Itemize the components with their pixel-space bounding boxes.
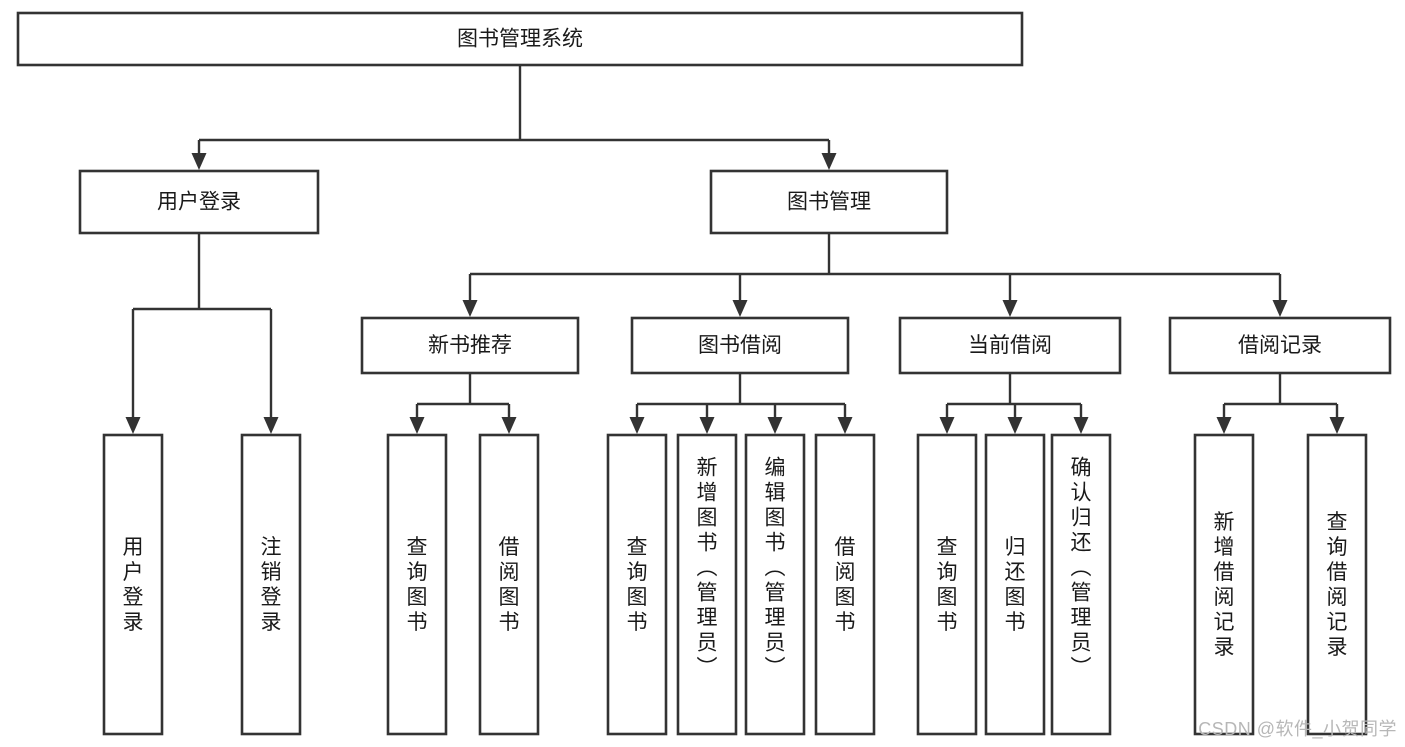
node-label: 查询借阅记录	[1327, 511, 1348, 659]
node-leaf-query-book-2[interactable]: 查询图书	[606, 433, 668, 736]
node-leaf-query-record[interactable]: 查询借阅记录	[1306, 433, 1368, 736]
node-box	[360, 316, 580, 375]
arrow-head-icon	[1007, 417, 1023, 434]
node-label: 新书推荐	[428, 334, 512, 357]
arrow-head-icon	[191, 153, 207, 170]
node-box	[744, 433, 806, 736]
node-label: 新增借阅记录	[1214, 511, 1235, 659]
node-leaf-return-book[interactable]: 归还图书	[984, 433, 1046, 736]
arrow-head-icon	[732, 300, 748, 317]
arrow-head-icon	[1329, 417, 1345, 434]
node-label: 查询图书	[627, 536, 648, 634]
node-box	[1050, 433, 1112, 736]
node-book-borrow[interactable]: 图书借阅	[630, 316, 850, 375]
node-label: 借阅图书	[835, 536, 856, 634]
node-box	[78, 169, 320, 235]
node-box	[1306, 433, 1368, 736]
arrow-head-icon	[462, 300, 478, 317]
node-leaf-query-book-3[interactable]: 查询图书	[916, 433, 978, 736]
node-leaf-borrow-book-2[interactable]: 借阅图书	[814, 433, 876, 736]
node-leaf-user-login[interactable]: 用户登录	[102, 433, 164, 736]
node-label: 查询图书	[937, 536, 958, 634]
node-box	[898, 316, 1122, 375]
node-leaf-add-record[interactable]: 新增借阅记录	[1193, 433, 1255, 736]
node-book-manage[interactable]: 图书管理	[709, 169, 949, 235]
node-borrow-record[interactable]: 借阅记录	[1168, 316, 1392, 375]
node-label: 借阅记录	[1238, 334, 1322, 357]
node-box	[676, 433, 738, 736]
node-label: 用户登录	[157, 191, 241, 214]
arrow-head-icon	[409, 417, 425, 434]
node-box	[102, 433, 164, 736]
node-leaf-confirm-return[interactable]: 确认归还︵管理员︶	[1050, 433, 1112, 736]
node-root[interactable]: 图书管理系统	[16, 11, 1024, 67]
arrow-head-icon	[767, 417, 783, 434]
node-layer: 图书管理系统用户登录图书管理新书推荐图书借阅当前借阅借阅记录用户登录注销登录查询…	[16, 11, 1392, 736]
node-box	[1168, 316, 1392, 375]
node-new-book-rec[interactable]: 新书推荐	[360, 316, 580, 375]
arrow-head-icon	[1073, 417, 1089, 434]
node-label: 新增图书︵管理员︶	[697, 457, 718, 680]
node-current-borrow[interactable]: 当前借阅	[898, 316, 1122, 375]
arrow-head-icon	[501, 417, 517, 434]
node-label: 确认归还︵管理员︶	[1071, 457, 1092, 680]
node-box	[984, 433, 1046, 736]
node-box	[630, 316, 850, 375]
node-box	[386, 433, 448, 736]
node-label: 图书管理系统	[457, 28, 583, 51]
node-label: 查询图书	[407, 536, 428, 634]
arrow-head-icon	[629, 417, 645, 434]
node-leaf-borrow-book-1[interactable]: 借阅图书	[478, 433, 540, 736]
node-label: 当前借阅	[968, 334, 1052, 357]
node-label: 图书管理	[787, 191, 871, 214]
node-box	[1193, 433, 1255, 736]
node-user-login[interactable]: 用户登录	[78, 169, 320, 235]
node-box	[709, 169, 949, 235]
node-label: 用户登录	[123, 536, 144, 634]
arrow-head-icon	[263, 417, 279, 434]
arrow-head-icon	[837, 417, 853, 434]
node-leaf-edit-book[interactable]: 编辑图书︵管理员︶	[744, 433, 806, 736]
arrow-head-icon	[821, 153, 837, 170]
node-box	[814, 433, 876, 736]
connector-layer	[125, 65, 1345, 434]
node-box	[606, 433, 668, 736]
node-box	[240, 433, 302, 736]
node-leaf-add-book[interactable]: 新增图书︵管理员︶	[676, 433, 738, 736]
node-box	[478, 433, 540, 736]
arrow-head-icon	[1002, 300, 1018, 317]
arrow-head-icon	[125, 417, 141, 434]
arrow-head-icon	[1216, 417, 1232, 434]
watermark-label: CSDN @软件_小贺同学	[1198, 719, 1397, 739]
node-box	[916, 433, 978, 736]
node-label: 图书借阅	[698, 334, 782, 357]
node-leaf-query-book-1[interactable]: 查询图书	[386, 433, 448, 736]
node-label: 借阅图书	[499, 536, 520, 634]
arrow-head-icon	[699, 417, 715, 434]
arrow-head-icon	[1272, 300, 1288, 317]
node-leaf-logout[interactable]: 注销登录	[240, 433, 302, 736]
node-label: 编辑图书︵管理员︶	[765, 457, 786, 680]
arrow-head-icon	[939, 417, 955, 434]
node-box	[16, 11, 1024, 67]
node-label: 注销登录	[261, 536, 282, 634]
node-label: 归还图书	[1005, 536, 1026, 634]
